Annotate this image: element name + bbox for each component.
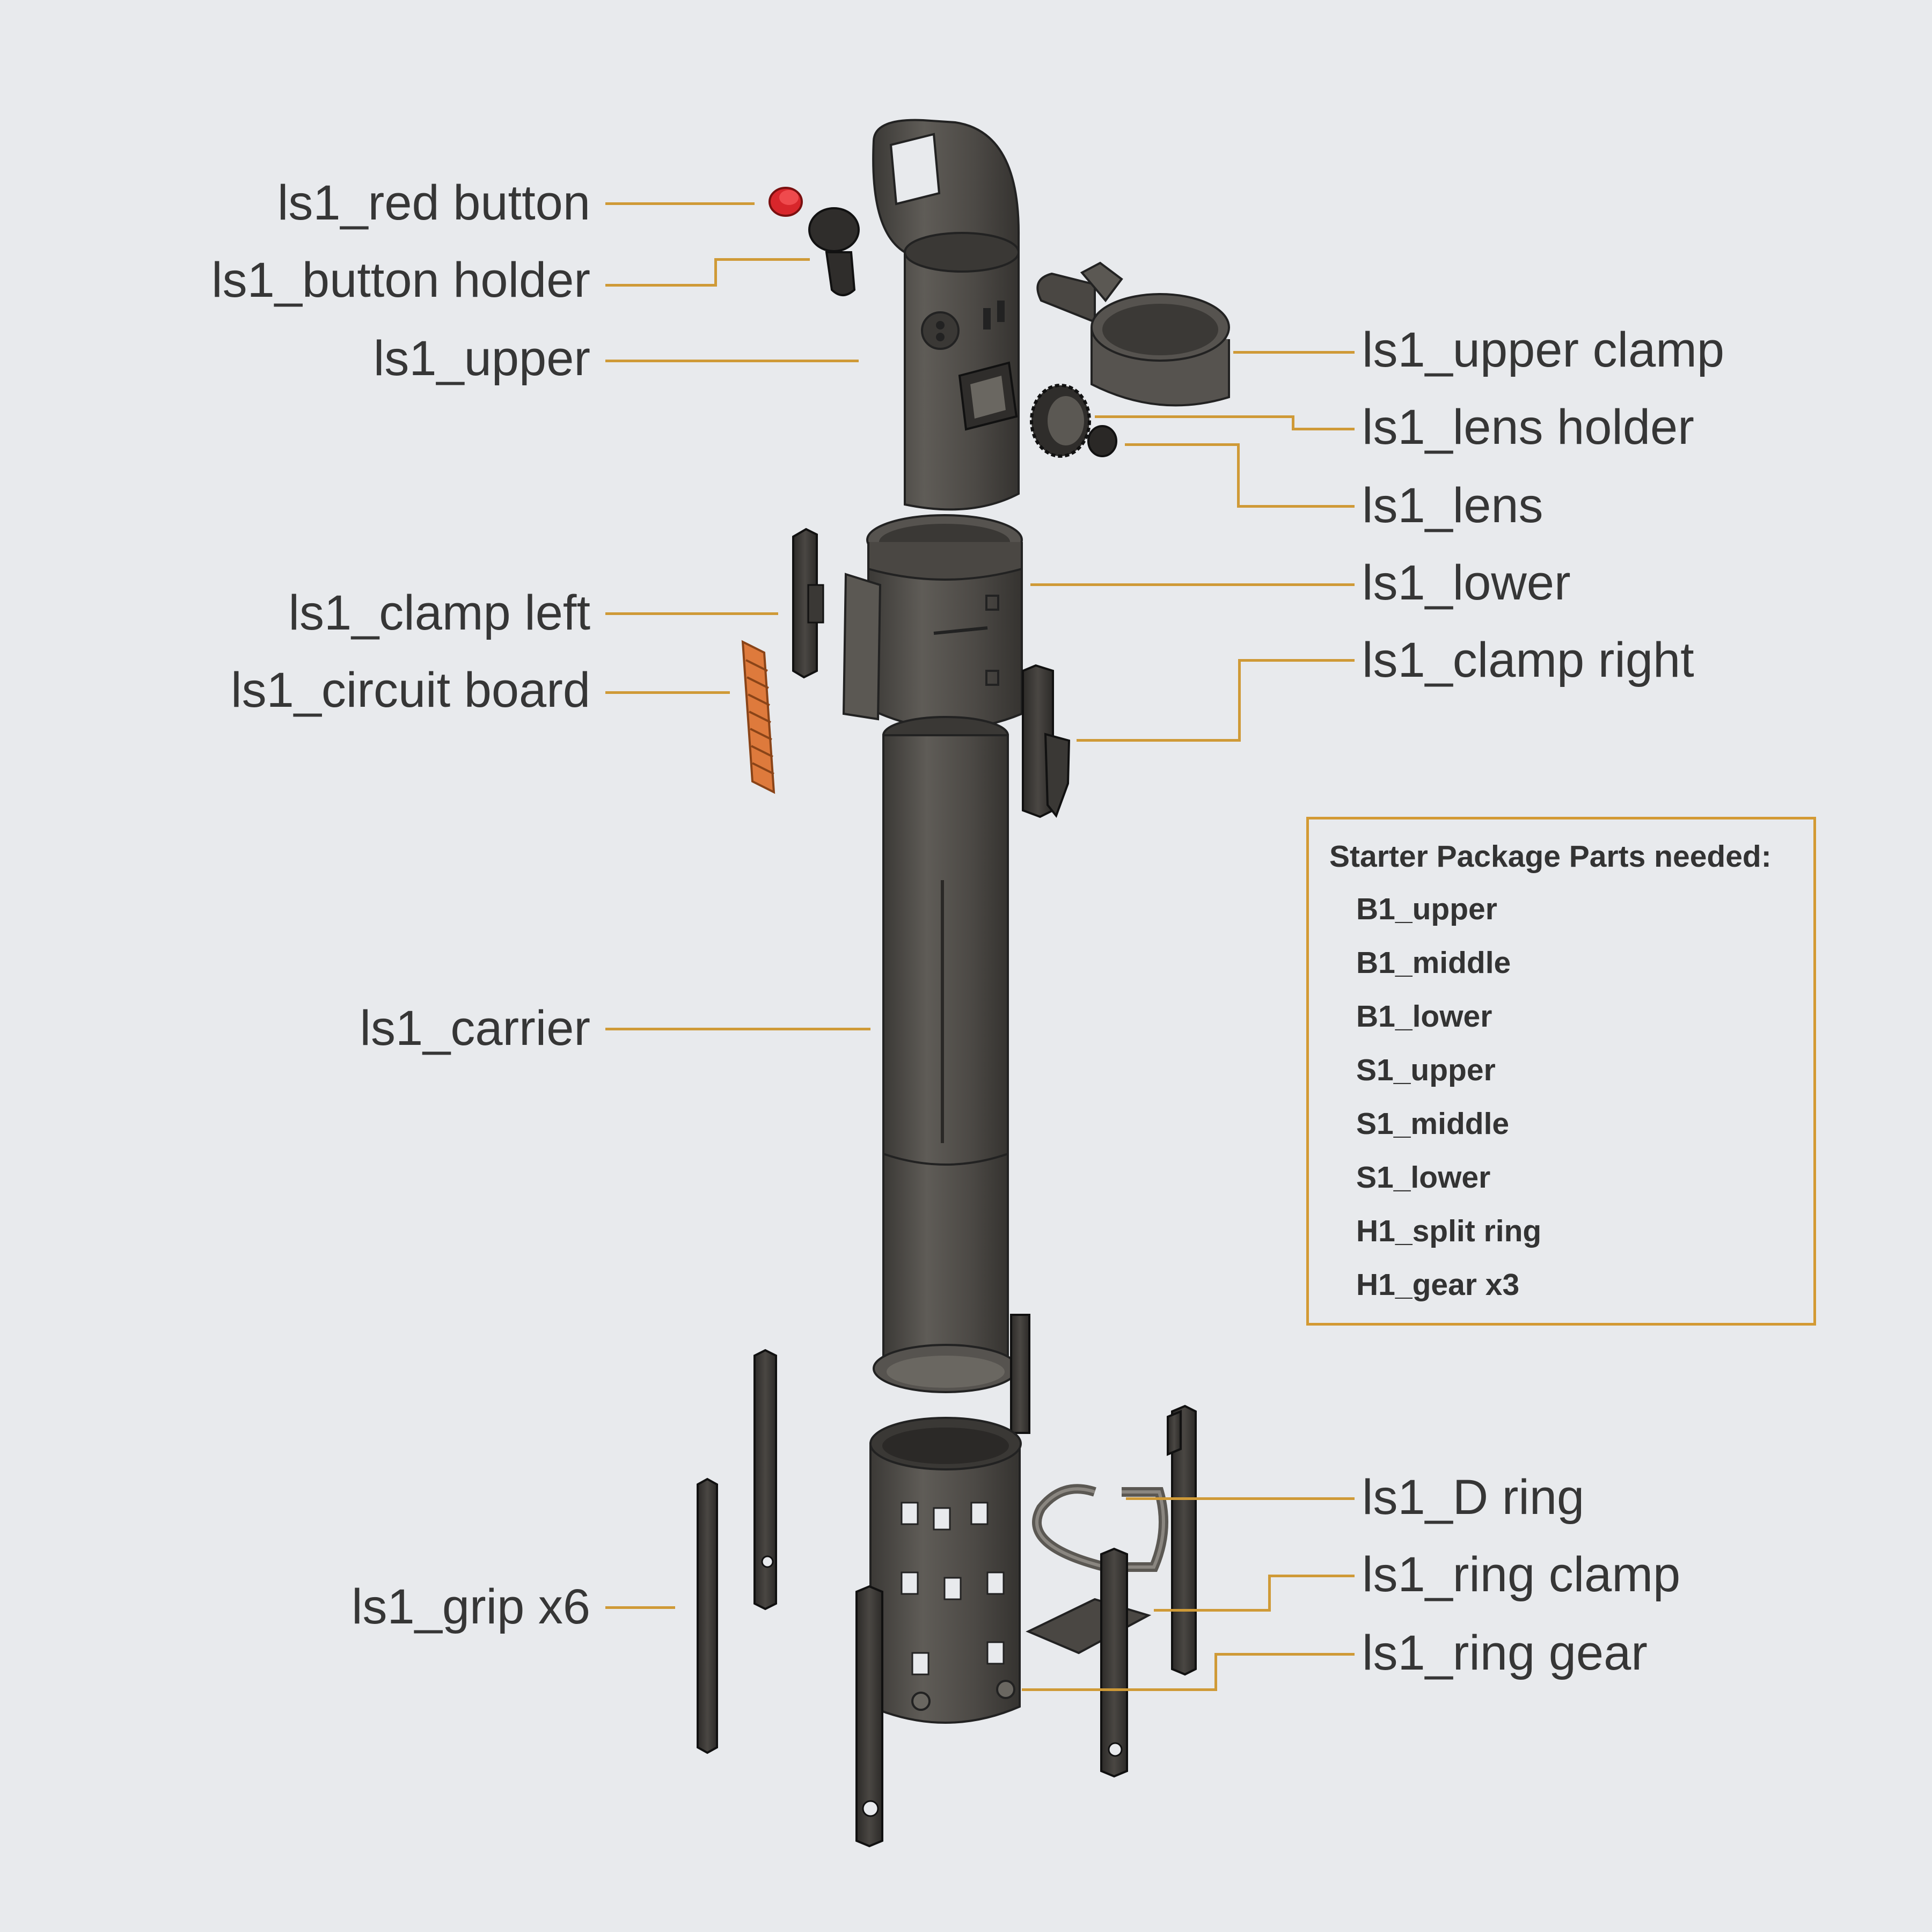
grip-strips: [697, 1349, 1197, 1848]
leader-ring-gear-c: [1214, 1653, 1355, 1656]
list-item: S1_middle: [1356, 1107, 1510, 1141]
label-clamp-right: ls1_clamp right: [1362, 633, 1694, 687]
label-d-ring: ls1_D ring: [1362, 1470, 1585, 1525]
ring-clamp-part: [1026, 1598, 1152, 1655]
leader-carrier: [605, 1028, 870, 1030]
red-button-part: [769, 187, 803, 217]
leader-lens-c: [1237, 505, 1355, 508]
leader-upper: [605, 360, 859, 362]
circuit-board-part: [741, 640, 775, 794]
grip-strip-4: [1100, 1547, 1128, 1778]
label-upper-clamp: ls1_upper clamp: [1362, 323, 1725, 377]
leader-ring-gear-b: [1214, 1653, 1217, 1691]
leader-lens-holder-c: [1292, 428, 1355, 430]
leader-red-button: [605, 202, 755, 205]
clamp-left-part: [792, 528, 824, 679]
leader-clamp-right-c: [1238, 659, 1355, 662]
label-circuit-board: ls1_circuit board: [231, 663, 590, 718]
leader-button-holder-c: [714, 258, 810, 261]
label-lens-holder: ls1_lens holder: [1362, 400, 1694, 455]
leader-lower: [1030, 583, 1355, 586]
grip-strip-2: [753, 1349, 777, 1611]
list-item: B1_upper: [1356, 892, 1497, 926]
leader-ring-clamp-b: [1268, 1575, 1271, 1612]
leader-lens-holder-b: [1292, 415, 1294, 430]
grip-base-part: [869, 1417, 1022, 1724]
leader-ring-gear-a: [1022, 1688, 1217, 1691]
grip-strip-6: [1167, 1410, 1182, 1456]
list-item: B1_lower: [1356, 999, 1492, 1034]
starter-package-box: Starter Package Parts needed: B1_upper B…: [1306, 817, 1816, 1326]
leader-lens-holder-a: [1095, 415, 1294, 418]
carrier-part: [873, 716, 1030, 1434]
label-ring-clamp: ls1_ring clamp: [1362, 1547, 1681, 1602]
starter-package-title: Starter Package Parts needed:: [1329, 839, 1772, 874]
grip-strip-1: [697, 1477, 718, 1754]
label-lower: ls1_lower: [1362, 555, 1571, 610]
label-grip: ls1_grip x6: [352, 1579, 590, 1634]
label-red-button: ls1_red button: [277, 175, 590, 230]
lower-part: [842, 514, 1023, 730]
label-carrier: ls1_carrier: [360, 1001, 590, 1056]
leader-ring-clamp-a: [1154, 1609, 1271, 1612]
lens-part: [1087, 425, 1117, 457]
list-item: H1_gear x3: [1356, 1268, 1520, 1302]
list-item: S1_upper: [1356, 1053, 1496, 1087]
label-ring-gear: ls1_ring gear: [1362, 1626, 1648, 1680]
d-ring-part: [1032, 1484, 1168, 1572]
leader-upper-clamp: [1233, 351, 1355, 354]
list-item: B1_middle: [1356, 946, 1511, 980]
leader-grip: [605, 1606, 675, 1609]
leader-circuit-board: [605, 691, 730, 694]
list-item: H1_split ring: [1356, 1214, 1542, 1248]
starter-package-list: B1_upper B1_middle B1_lower S1_upper S1_…: [1356, 894, 1541, 1323]
clamp-right-part: [1022, 664, 1071, 818]
leader-button-holder-b: [714, 258, 717, 287]
label-clamp-left: ls1_clamp left: [288, 586, 590, 640]
leader-lens-a: [1125, 443, 1240, 446]
grip-strip-3: [855, 1585, 883, 1848]
leader-clamp-right-b: [1238, 659, 1241, 742]
label-button-holder: ls1_button holder: [211, 253, 590, 308]
list-item: S1_lower: [1356, 1160, 1491, 1195]
upper-part: [872, 119, 1020, 511]
lens-holder-part: [1030, 384, 1091, 458]
label-upper: ls1_upper: [373, 331, 590, 386]
leader-button-holder-a: [605, 284, 717, 287]
leader-clamp-right-a: [1077, 739, 1241, 742]
leader-ring-clamp-c: [1268, 1575, 1355, 1577]
leader-lens-b: [1237, 443, 1240, 508]
label-lens: ls1_lens: [1362, 478, 1543, 533]
button-holder-part: [808, 207, 860, 296]
leader-d-ring: [1126, 1497, 1355, 1500]
leader-clamp-left: [605, 612, 778, 615]
grip-strip-5: [1171, 1404, 1197, 1676]
upper-clamp-part: [1036, 261, 1230, 407]
